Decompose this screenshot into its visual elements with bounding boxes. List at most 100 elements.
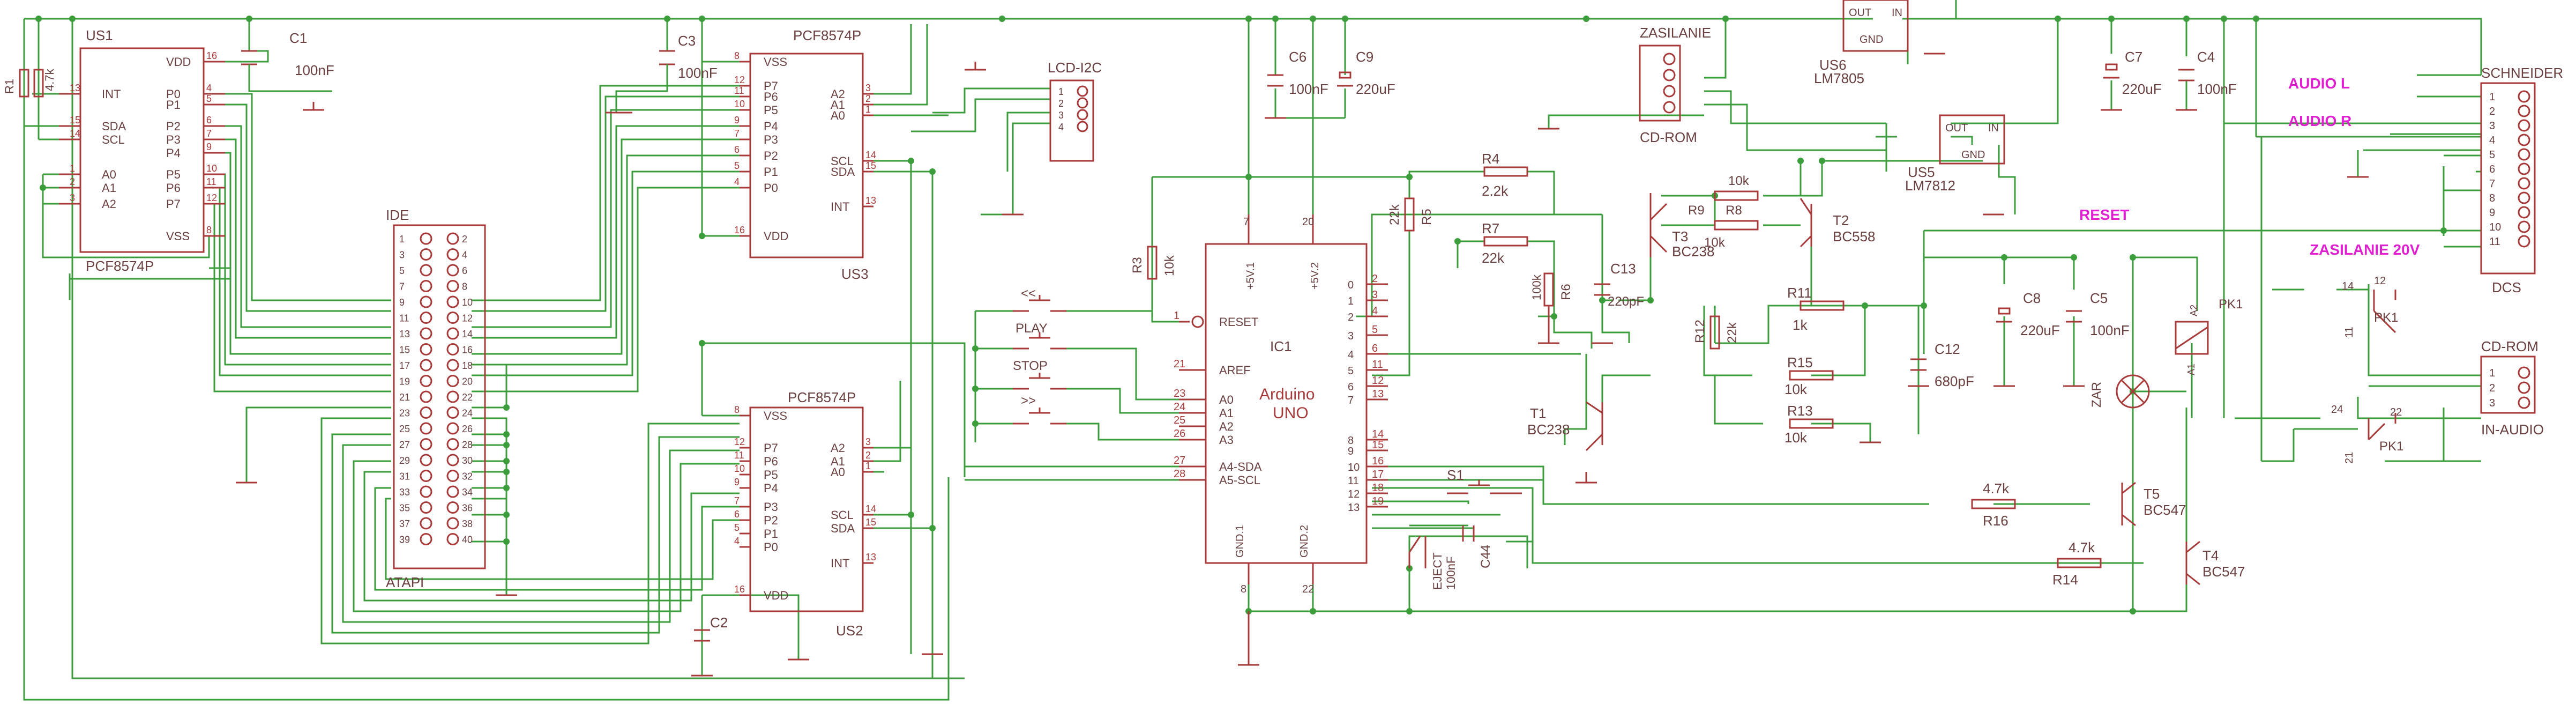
relay-pk1-switch-2: 24 22 21 PK1 — [2331, 404, 2403, 464]
ide-pin-number-even: 40 — [462, 535, 473, 545]
svg-text:100k: 100k — [1530, 274, 1543, 300]
us3-pin-number: 1 — [865, 104, 871, 115]
svg-text:14: 14 — [2342, 280, 2354, 292]
svg-text:11: 11 — [2343, 327, 2355, 338]
lcd-pin — [1077, 97, 1088, 109]
us3-label: US3 — [841, 266, 869, 282]
svg-text:T3: T3 — [1672, 228, 1688, 245]
button-stop-label: STOP — [1013, 359, 1048, 373]
us1-pin-number: 1 — [70, 163, 75, 174]
svg-text:1k: 1k — [1793, 317, 1808, 333]
ide-pin — [446, 390, 459, 403]
us1-pin-number: 13 — [70, 83, 80, 93]
button-play-label: PLAY — [1016, 321, 1048, 336]
schneider-pin-number: 8 — [2489, 192, 2495, 204]
capacitor-c2: C2 — [694, 614, 809, 661]
us3-pin-label: P5 — [764, 103, 778, 117]
us2-pin-number: 12 — [734, 436, 745, 447]
ic1-pin-number: 15 — [1372, 439, 1384, 451]
ide-pin — [420, 248, 432, 261]
svg-text:20: 20 — [1302, 216, 1314, 228]
schneider-pin-number: 11 — [2489, 236, 2500, 248]
svg-text:22k: 22k — [1387, 204, 1402, 225]
svg-text:R8: R8 — [1726, 203, 1742, 218]
svg-text:21: 21 — [2343, 452, 2355, 464]
us3-pin-number: 6 — [734, 144, 740, 155]
ic1-pin-number: 11 — [1372, 359, 1383, 371]
us2-pin-number: 2 — [865, 450, 871, 461]
ide-pin-number-odd: 15 — [399, 345, 410, 356]
us1-pin-label: P7 — [166, 197, 181, 211]
us3-pin-number: 12 — [734, 75, 745, 85]
svg-text:100nF: 100nF — [678, 65, 718, 81]
relay-pk1-switch-1: 14 12 11 PK1 — [2342, 275, 2398, 338]
svg-text:R14: R14 — [2052, 572, 2078, 588]
us3-pin-number: 11 — [734, 85, 744, 96]
transistor-t3: T3 BC238 — [1649, 193, 1715, 260]
ic1-pin-label: 1 — [1348, 295, 1354, 307]
ide-pin — [420, 280, 432, 292]
schneider-pin-number: 5 — [2489, 149, 2495, 161]
transistor-t4: T4 BC547 — [2185, 540, 2245, 586]
ic1-pin-number: 25 — [1174, 414, 1185, 426]
us1-pin-number: 3 — [70, 192, 75, 203]
us2-pin-number: 7 — [734, 495, 740, 506]
svg-text:680pF: 680pF — [1935, 373, 1974, 389]
us3-pin-number: 8 — [734, 50, 740, 61]
lcd-pin-number: 3 — [1058, 110, 1064, 121]
svg-text:BC238: BC238 — [1672, 243, 1715, 260]
schneider-pin — [2518, 220, 2530, 233]
svg-text:GND: GND — [1961, 149, 1985, 161]
ic1-pin-number: 16 — [1372, 455, 1384, 467]
us2-pin-number: 3 — [865, 436, 871, 447]
us1-chip-name: PCF8574P — [86, 258, 154, 274]
ic1-name-2: UNO — [1273, 404, 1309, 422]
us3-pin-label: A2 — [831, 87, 845, 101]
ic1-pin-number: 23 — [1174, 388, 1185, 399]
us2-pin-label: P2 — [764, 514, 778, 527]
transistor-t2: T2 BC558 — [1800, 198, 1876, 248]
ic1-pin-number: 24 — [1174, 401, 1185, 413]
ide-pin-number-odd: 7 — [399, 282, 405, 292]
us2-pin-label: SDA — [831, 522, 855, 535]
us1-pin-label: P5 — [166, 168, 181, 181]
button-prev-label: << — [1021, 286, 1036, 301]
button-next-label: >> — [1021, 394, 1036, 408]
lcd-pin-number: 4 — [1058, 122, 1064, 132]
us2-pin-label: A2 — [831, 441, 845, 455]
capacitor-c7: C7 220uF — [2103, 49, 2162, 97]
ic1-pin-label: 9 — [1348, 446, 1354, 457]
svg-text:R3: R3 — [1130, 257, 1145, 273]
ide-pin — [420, 343, 432, 356]
schneider-pin — [2518, 177, 2530, 190]
svg-text:US5: US5 — [1908, 164, 1935, 180]
ide-pin-number-even: 34 — [462, 487, 473, 498]
svg-text:R1: R1 — [3, 79, 16, 94]
us1-pin-label: P2 — [166, 120, 181, 133]
svg-text:+5V.1: +5V.1 — [1245, 262, 1257, 290]
ide-pin-number-odd: 39 — [399, 535, 410, 545]
us3-pin-label: P1 — [764, 165, 778, 179]
us1-pin-number: 4 — [206, 83, 212, 93]
svg-text:220uF: 220uF — [2020, 322, 2060, 338]
ic1-pin-number: 4 — [1372, 305, 1378, 317]
cdrom-power-label: CD-ROM — [1640, 129, 1697, 145]
svg-text:100nF: 100nF — [1444, 557, 1458, 590]
us3-pin-label: P0 — [764, 181, 778, 195]
resistor-r5: 22k R5 — [1387, 197, 1434, 232]
svg-text:EJECT: EJECT — [1431, 552, 1444, 590]
us3-pin-number: 10 — [734, 99, 745, 109]
us3-pin-number: 9 — [734, 115, 740, 125]
ide-pin-number-odd: 13 — [399, 329, 410, 339]
ide-pin-number-even: 6 — [462, 265, 467, 276]
ide-pin-number-odd: 9 — [399, 297, 405, 308]
us1-pin-number: 7 — [206, 128, 212, 139]
ic1-pin-number: 21 — [1174, 358, 1185, 370]
ide-pin — [446, 359, 459, 372]
us1-pin-label: A2 — [102, 197, 116, 211]
svg-text:10k: 10k — [1784, 429, 1808, 446]
capacitor-c5: C5 100nF — [2066, 290, 2130, 338]
